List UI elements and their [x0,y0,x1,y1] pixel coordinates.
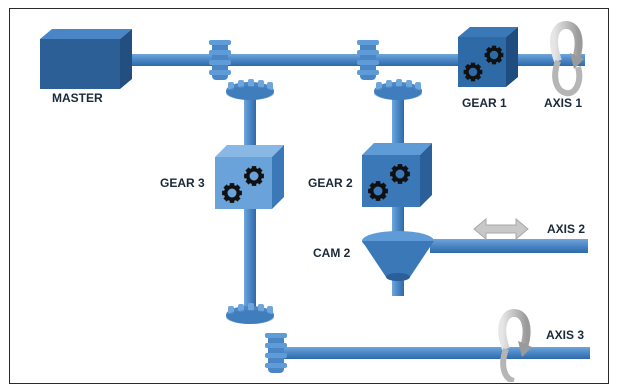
axis1-rotation-arrow-icon [550,20,584,97]
cam2-funnel [362,231,434,281]
gear2-label: GEAR 2 [308,176,353,190]
axis3-label: AXIS 3 [546,328,584,342]
gear2-box [362,143,432,207]
gear3-top-spur-gear [226,79,274,100]
axis1-label: AXIS 1 [544,96,582,110]
gear1-box [458,27,518,87]
gear3-label: GEAR 3 [160,176,205,190]
master-spur-gear-right [357,40,379,80]
master-label: MASTER [52,91,103,105]
cam2-label: CAM 2 [313,246,351,260]
gear3-box [215,145,284,209]
axis3-input-spur-gear [265,333,287,373]
gear3-bottom-spur-gear [226,303,274,324]
axis2-output-shaft [430,239,588,253]
axis3-output-shaft [280,347,590,359]
motion-diagram-canvas: MASTER GEAR 1 AXIS 1 [9,8,609,384]
axis2-label: AXIS 2 [547,222,585,236]
master-spur-gear-left [209,40,231,80]
axis2-linear-arrow-icon [473,217,529,241]
gear1-label: GEAR 1 [462,96,507,110]
gear2-top-spur-gear [374,79,422,100]
axis3-rotation-arrow-icon [498,308,532,382]
master-block [40,29,132,89]
